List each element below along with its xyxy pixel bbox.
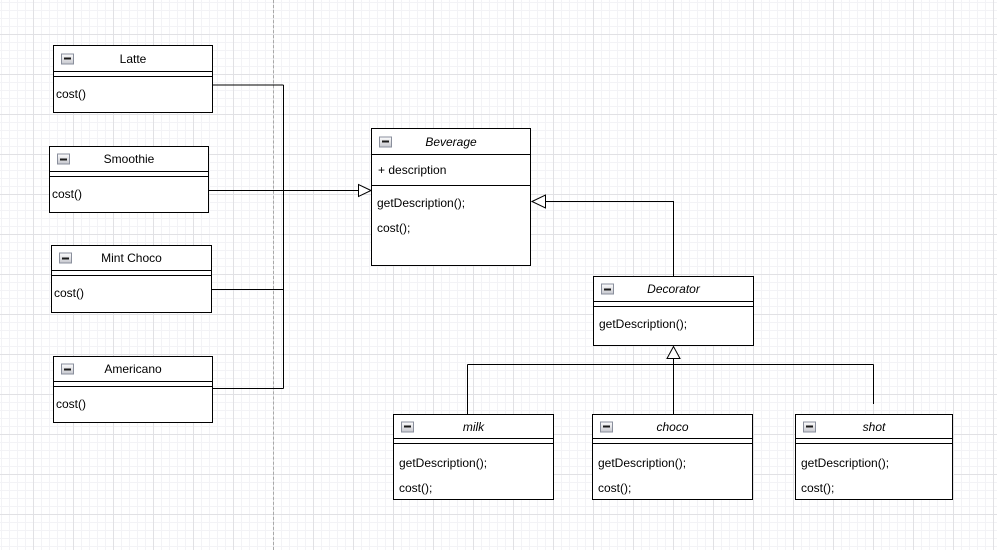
empty-attributes-compartment [50,172,208,177]
class-title: Americano [104,362,162,376]
method-label: getDescription(); [377,195,466,210]
method-label: cost() [56,86,86,101]
collapse-minus-icon[interactable] [61,53,74,64]
collapse-minus-icon[interactable] [57,153,70,165]
minus-glyph [62,257,69,259]
collapse-minus-icon[interactable] [601,283,614,295]
collapse-minus-icon[interactable] [59,252,72,264]
class-decorator[interactable]: Decorator getDescription(); [593,276,754,346]
empty-attributes-compartment [394,439,553,444]
class-smoothie[interactable]: Smoothie cost() [49,146,209,213]
class-title: choco [656,419,689,434]
methods-compartment: getDescription(); [594,307,753,336]
attribute-label: + description [372,155,530,186]
minus-glyph [64,57,71,60]
minus-glyph [404,425,411,428]
class-title: shot [862,419,886,434]
methods-compartment: cost() [54,387,212,416]
class-title: Latte [119,51,147,66]
method-label: getDescription(); [399,455,488,470]
minus-glyph [382,140,389,143]
method-label: cost() [54,285,84,300]
collapse-minus-icon[interactable] [803,421,816,432]
empty-attributes-compartment [594,302,753,307]
empty-attributes-compartment [796,439,952,444]
generalization-arrowhead-decorator-bottom [666,345,681,359]
methods-compartment: getDescription(); cost(); [796,444,952,500]
minus-glyph [604,288,611,290]
edge-decorator-beverage[interactable] [546,201,674,277]
class-mint-choco[interactable]: Mint Choco cost() [51,245,212,313]
page-boundary-line [273,0,274,550]
methods-compartment: cost() [52,276,211,305]
class-titlebar: Beverage [372,129,530,155]
class-milk[interactable]: milk getDescription(); cost(); [393,414,554,500]
method-label: cost(); [377,220,411,235]
class-choco[interactable]: choco getDescription(); cost(); [592,414,753,500]
methods-compartment: cost() [54,77,212,106]
class-title: Mint Choco [101,251,162,265]
method-label: getDescription(); [598,455,687,470]
class-titlebar: Decorator [594,277,753,302]
minus-glyph [64,368,71,370]
method-label: cost(); [598,480,632,495]
method-label: getDescription(); [801,455,890,470]
empty-attributes-compartment [52,271,211,276]
class-latte[interactable]: Latte cost() [53,45,213,113]
class-shot[interactable]: shot getDescription(); cost(); [795,414,953,500]
class-titlebar: choco [593,415,752,439]
empty-attributes-compartment [593,439,752,444]
class-titlebar: Latte [54,46,212,72]
empty-attributes-compartment [54,72,212,77]
method-label: cost() [56,396,86,411]
collapse-minus-icon[interactable] [600,421,613,432]
collapse-minus-icon[interactable] [379,136,392,147]
minus-glyph [603,425,610,428]
class-title: milk [462,419,485,434]
class-title: Decorator [647,282,700,296]
class-titlebar: milk [394,415,553,439]
methods-compartment: getDescription(); cost(); [372,186,530,240]
method-label: cost() [52,186,82,201]
minus-glyph [60,158,67,160]
class-titlebar: shot [796,415,952,439]
generalization-arrowhead-beverage-right [530,194,546,209]
method-label: cost(); [399,480,433,495]
class-americano[interactable]: Americano cost() [53,356,213,423]
empty-attributes-compartment [54,382,212,387]
method-label: getDescription(); [599,316,688,331]
minus-glyph [806,425,813,428]
class-titlebar: Smoothie [50,147,208,172]
class-title: Beverage [425,134,477,149]
class-titlebar: Americano [54,357,212,382]
collapse-minus-icon[interactable] [61,363,74,375]
class-beverage[interactable]: Beverage + description getDescription(); co… [371,128,531,266]
collapse-minus-icon[interactable] [401,421,414,432]
methods-compartment: getDescription(); cost(); [394,444,553,500]
methods-compartment: getDescription(); cost(); [593,444,752,500]
methods-compartment: cost() [50,177,208,206]
method-label: cost(); [801,480,835,495]
class-titlebar: Mint Choco [52,246,211,271]
class-title: Smoothie [103,152,155,166]
generalization-arrowhead-beverage-left [358,183,373,198]
